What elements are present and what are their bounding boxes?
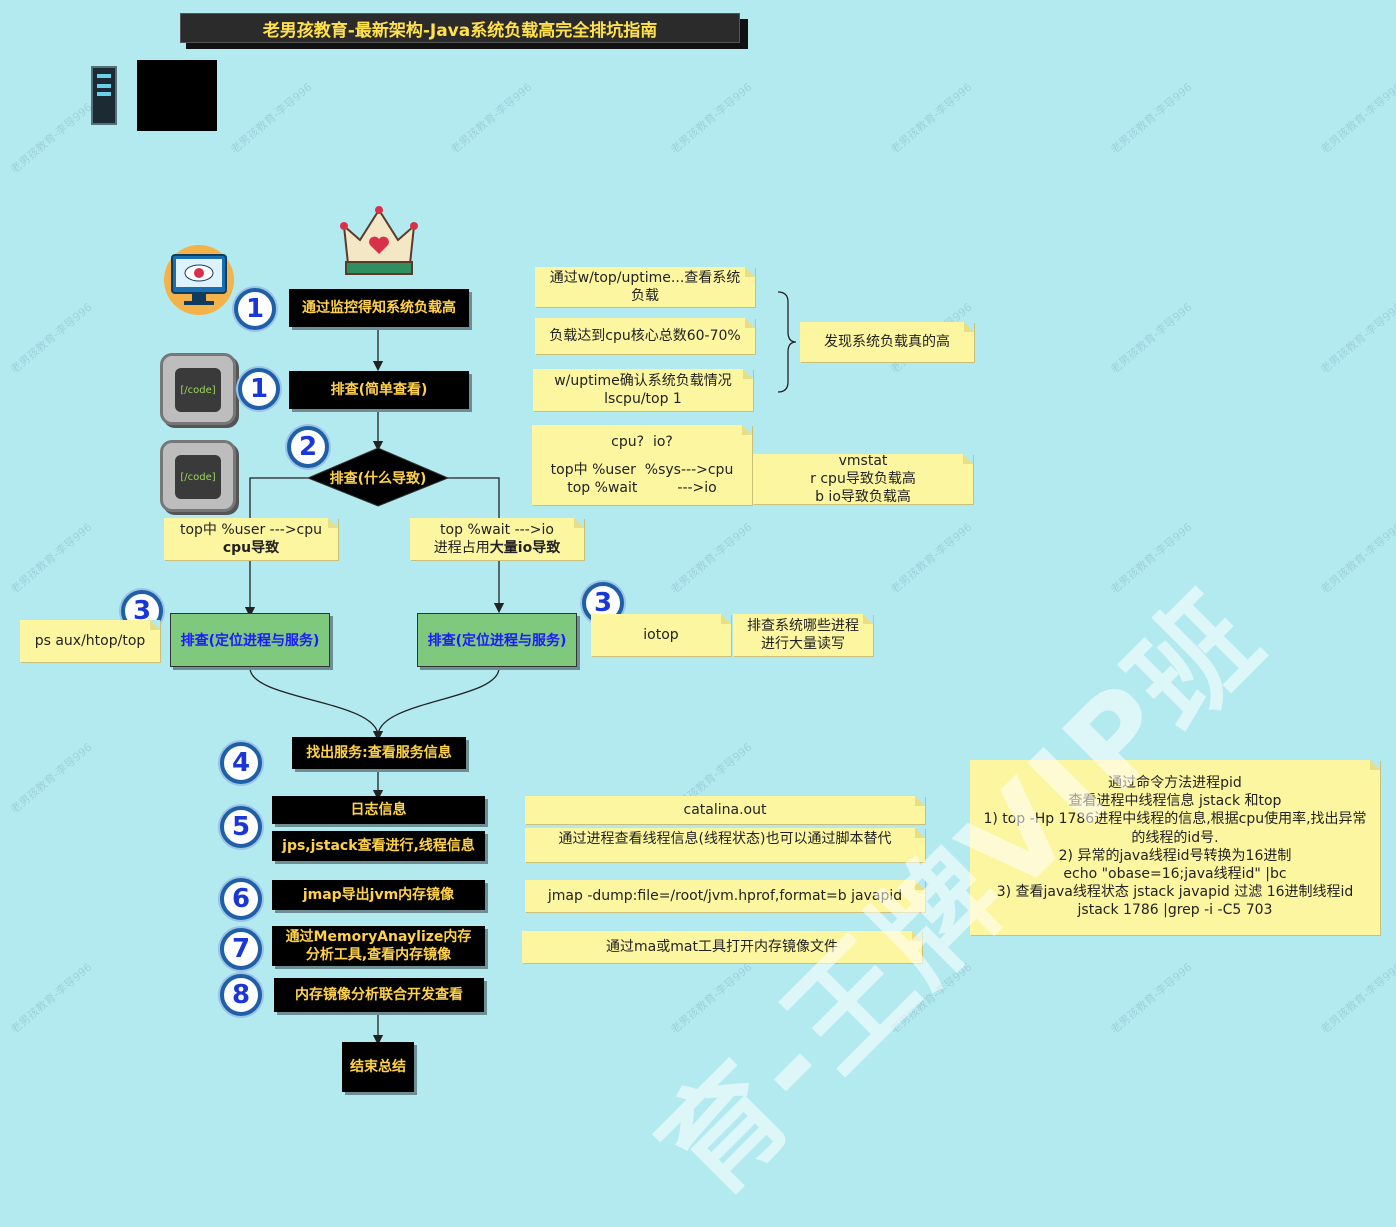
- server-icon: [91, 66, 117, 125]
- note-line: w/uptime确认系统负载情况: [554, 373, 732, 389]
- connector: [446, 477, 505, 614]
- note-load: 负载达到cpu核心总数60-70%: [535, 318, 755, 354]
- step-end: 结束总结: [342, 1042, 414, 1092]
- note-jmap-cmd: jmap -dump:file=/root/jvm.hprof,format=b…: [525, 880, 925, 912]
- note-vmstat: vmstat r cpu导致负载高 b io导致负载高: [753, 453, 973, 505]
- step-badge-4: 4: [220, 742, 262, 784]
- note-jstack-steps: 通过命令方法进程pid 查看进程中线程信息 jstack 和top 1) top…: [970, 760, 1380, 935]
- connector-layer: [244, 291, 797, 1046]
- step-badge-1: 1: [234, 288, 276, 330]
- note-found: 发现系统负载真的高: [800, 322, 974, 362]
- step-mat-line1: 通过MemoryAnaylize内存: [285, 929, 472, 945]
- step-badge-7: 7: [220, 928, 262, 970]
- connector: [244, 477, 310, 618]
- step-jmap: jmap导出jvm内存镜像: [272, 880, 485, 910]
- step-badge-1b: 1: [238, 368, 280, 410]
- note-line: jstack 1786 |grep -i -C5 703: [1077, 902, 1273, 919]
- black-image-placeholder: [137, 60, 217, 131]
- note-iotop: iotop: [591, 614, 731, 656]
- note-line: top中 %user --->cpu: [179, 522, 323, 538]
- note-line: 进行大量读写: [761, 636, 845, 652]
- note-line: 1) top -Hp 1786进程中线程的信息,根据cpu使用率,找出异常: [983, 811, 1367, 828]
- note-line: 查看进程中线程信息 jstack 和top: [1068, 793, 1282, 810]
- note-line: 通过w/top/uptime...查看系统: [549, 270, 741, 286]
- step-service: 找出服务:查看服务信息: [292, 737, 466, 769]
- note-ps: ps aux/htop/top: [20, 620, 160, 662]
- step-jps: jps,jstack查看进行,线程信息: [272, 831, 485, 861]
- connector: [249, 667, 384, 742]
- note-line: 通过命令方法进程pid: [1108, 775, 1242, 791]
- note-line: lscpu/top 1: [604, 391, 682, 407]
- note-text: 进程占用: [433, 540, 490, 556]
- step-badge-8: 8: [220, 974, 262, 1016]
- note-line: cpu导致: [222, 540, 280, 556]
- note-line: cpu? io?: [611, 434, 673, 450]
- decision-diamond: [306, 447, 450, 507]
- note-line: vmstat: [838, 453, 888, 469]
- note-w-top: 通过w/top/uptime...查看系统 负载: [535, 267, 755, 307]
- step-monitor: 通过监控得知系统负载高: [289, 289, 469, 327]
- step-log: 日志信息: [272, 796, 485, 824]
- note-line: 的线程的id号.: [1131, 829, 1219, 846]
- step-locate-left: 排查(定位进程与服务): [170, 613, 330, 667]
- code-icon-label: [/code]: [175, 455, 221, 499]
- note-cpu-cause: top中 %user --->cpu cpu导致: [164, 518, 338, 560]
- note-line: echo "obase=16;java线程id" |bc: [1063, 866, 1287, 883]
- code-icon: [/code]: [160, 353, 236, 425]
- step-decision-label: 排查(什么导致): [329, 471, 427, 487]
- page-title: 老男孩教育-最新架构-Java系统负载高完全排坑指南: [180, 13, 740, 43]
- step-mat: 通过MemoryAnaylize内存 分析工具,查看内存镜像: [272, 926, 485, 966]
- step-dev-review: 内存镜像分析联合开发查看: [274, 978, 484, 1012]
- note-line: top %wait --->io: [567, 480, 717, 496]
- step-badge-2: 2: [287, 426, 329, 468]
- note-line: top中 %user %sys--->cpu: [550, 462, 734, 478]
- step-mat-line2: 分析工具,查看内存镜像: [305, 947, 452, 963]
- note-line: r cpu导致负载高: [810, 471, 916, 487]
- crown-icon: [340, 206, 418, 275]
- note-line: top %wait --->io: [440, 522, 554, 538]
- note-line: 2) 异常的java线程id号转换为16进制: [1058, 847, 1292, 864]
- step-badge-6: 6: [220, 878, 262, 920]
- note-thread: 通过进程查看线程信息(线程状态)也可以通过脚本替代: [525, 828, 925, 862]
- note-line: 负载: [631, 288, 659, 304]
- note-mat-tool: 通过ma或mat工具打开内存镜像文件: [522, 931, 922, 963]
- step-badge-5: 5: [220, 806, 262, 848]
- brace: [777, 291, 797, 393]
- note-line: 进程占用大量io导致: [434, 539, 560, 557]
- note-io-cause: top %wait --->io 进程占用大量io导致: [410, 518, 584, 560]
- code-icon-label: [/code]: [175, 368, 221, 412]
- note-line: 3) 查看java线程状态 jstack javapid 过滤 16进制线程id: [996, 884, 1354, 901]
- note-cpu-io: cpu? io? top中 %user %sys--->cpu top %wai…: [532, 425, 752, 505]
- step-simple-check: 排查(简单查看): [289, 371, 469, 409]
- code-icon: [/code]: [160, 440, 236, 512]
- note-uptime: w/uptime确认系统负载情况 lscpu/top 1: [533, 369, 753, 411]
- monitor-eye-icon: [164, 245, 234, 315]
- note-line: b io导致负载高: [815, 489, 911, 505]
- note-catalina: catalina.out: [525, 796, 925, 824]
- step-locate-right: 排查(定位进程与服务): [417, 613, 577, 667]
- connector: [377, 667, 500, 737]
- note-line: 排查系统哪些进程: [747, 618, 859, 634]
- note-text-bold: 大量io导致: [489, 540, 561, 556]
- note-io-processes: 排查系统哪些进程 进行大量读写: [733, 614, 873, 656]
